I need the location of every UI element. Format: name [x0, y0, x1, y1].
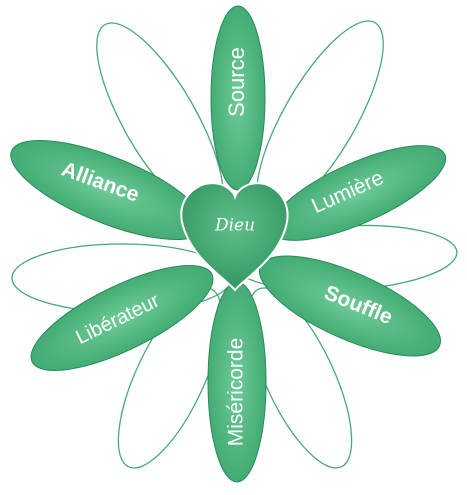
petal-misericorde-label: Miséricorde: [225, 338, 248, 447]
petal-source-label: Source: [224, 47, 249, 117]
petal-souffle: Souffle: [247, 236, 453, 376]
petal-alliance: Alliance: [0, 120, 217, 259]
petal-lumiere: Lumière: [259, 127, 457, 259]
petal-liberateur: Libérateur: [18, 245, 226, 390]
petal-misericorde: Miséricorde: [208, 282, 266, 482]
petal-source: Source: [211, 6, 265, 190]
center-label: Dieu: [214, 216, 255, 236]
